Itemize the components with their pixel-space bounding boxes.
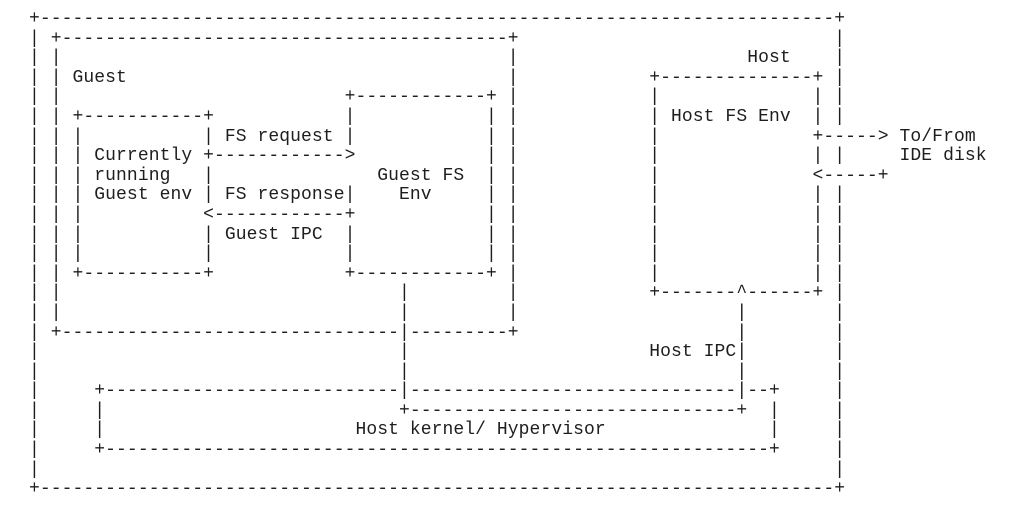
ascii-architecture-diagram: +---------------------------------------… (29, 9, 987, 500)
